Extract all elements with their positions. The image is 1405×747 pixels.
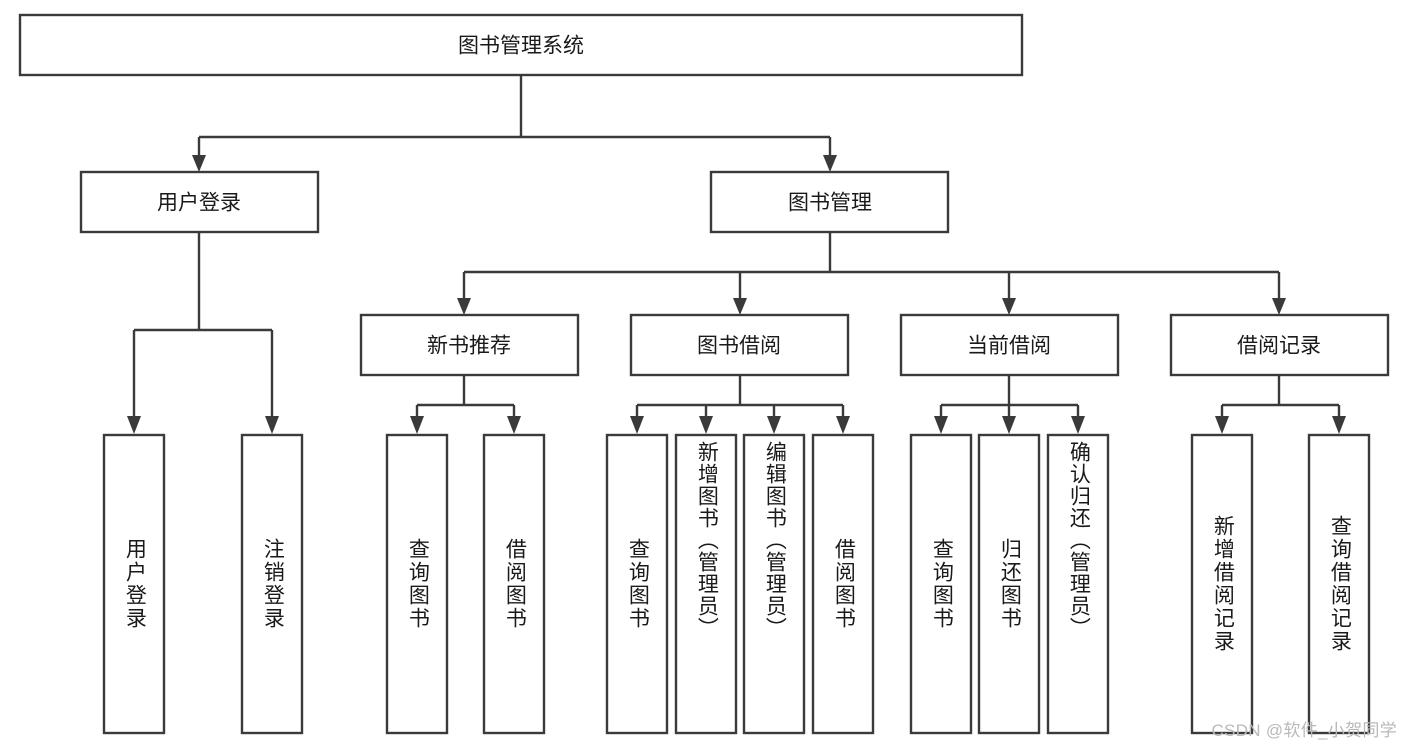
arrow-to-borrow [733,298,747,315]
node-leaf2-label-wrap: 注销登录 [242,435,302,733]
node-current[interactable]: 当前借阅 [899,313,1120,377]
node-leaf9[interactable] [909,433,973,735]
node-records[interactable]: 借阅记录 [1169,313,1390,377]
node-leaf6-label: 新增图书（管理员） [695,441,719,639]
node-leaf12-label: 新增借阅记录 [1211,515,1235,653]
arrow-to-leaf11 [1071,416,1085,434]
node-leaf1-label-wrap: 用户登录 [104,435,164,733]
node-leaf11-box[interactable] [1046,433,1110,735]
node-leaf9-label: 查询图书 [930,538,954,630]
node-leaf11-label: 确认归还（管理员） [1067,441,1091,639]
arrow-to-leaf4 [507,416,521,434]
node-root[interactable]: 图书管理系统 [18,13,1024,77]
node-leaf6[interactable] [674,433,738,735]
node-leaf4-box[interactable] [482,433,546,735]
node-leaf13-box[interactable] [1307,433,1371,735]
node-leaf3-label: 查询图书 [406,538,430,630]
node-newbook-box[interactable] [359,313,580,377]
node-records-label: 借阅记录 [1237,335,1321,358]
node-leaf10-label: 归还图书 [998,538,1022,630]
arrow-to-leaf8 [836,416,850,434]
node-leaf7-box[interactable] [742,433,806,735]
node-leaf9-label-wrap: 查询图书 [911,435,971,733]
node-leaf12[interactable] [1190,433,1254,735]
node-newbook-label: 新书推荐 [427,335,511,358]
arrow-to-leaf5 [630,416,644,434]
node-leaf3-label-wrap: 查询图书 [387,435,447,733]
node-leaf8[interactable] [811,433,875,735]
node-leaf4-label-wrap: 借阅图书 [484,435,544,733]
arrow-to-leaf13 [1332,416,1346,434]
node-leaf10-box[interactable] [977,433,1041,735]
node-borrow-label: 图书借阅 [697,335,781,358]
arrow-to-newbook [457,298,471,315]
node-leaf3-box[interactable] [385,433,449,735]
arrow-to-leaf6 [699,416,713,434]
node-leaf1[interactable] [102,433,166,735]
node-leaf5-box[interactable] [605,433,669,735]
node-current-label: 当前借阅 [967,335,1051,358]
node-leaf1-box[interactable] [102,433,166,735]
connector-layer [127,75,1346,434]
node-leaf8-label: 借阅图书 [832,538,856,630]
node-leaf8-label-wrap: 借阅图书 [813,435,873,733]
node-leaf10[interactable] [977,433,1041,735]
arrow-to-login [192,155,206,172]
node-leaf6-label-wrap: 新增图书（管理员） [676,435,736,733]
node-login-box[interactable] [79,170,320,234]
node-bookmgmt-label: 图书管理 [788,192,872,215]
node-leaf3[interactable] [385,433,449,735]
arrow-to-current [1002,298,1016,315]
node-leaf11[interactable] [1046,433,1110,735]
node-leaf6-box[interactable] [674,433,738,735]
node-records-box[interactable] [1169,313,1390,377]
node-leaf13-label: 查询借阅记录 [1328,515,1352,653]
node-leaf5-label-wrap: 查询图书 [607,435,667,733]
node-leaf8-box[interactable] [811,433,875,735]
node-leaf5-label: 查询图书 [626,538,650,630]
node-leaf13[interactable] [1307,433,1371,735]
node-leaf11-label-wrap: 确认归还（管理员） [1048,435,1108,733]
node-newbook[interactable]: 新书推荐 [359,313,580,377]
node-borrow-box[interactable] [629,313,850,377]
arrow-to-leaf1 [127,416,141,434]
node-leaf2-label: 注销登录 [261,538,285,630]
arrow-to-leaf3 [410,416,424,434]
node-leaf4[interactable] [482,433,546,735]
arrow-to-leaf7 [767,416,781,434]
node-leaf2-box[interactable] [240,433,304,735]
node-leaf2[interactable] [240,433,304,735]
arrow-to-leaf10 [1002,416,1016,434]
node-leaf13-label-wrap: 查询借阅记录 [1309,435,1369,733]
node-login[interactable]: 用户登录 [79,170,320,234]
node-leaf1-label: 用户登录 [123,538,147,630]
node-leaf9-box[interactable] [909,433,973,735]
node-root-box[interactable] [18,13,1024,77]
node-root-label: 图书管理系统 [458,35,584,58]
node-leaf12-box[interactable] [1190,433,1254,735]
arrow-to-bookmgmt [823,155,837,172]
node-leaf5[interactable] [605,433,669,735]
node-login-label: 用户登录 [157,192,241,215]
node-leaf4-label: 借阅图书 [503,538,527,630]
node-leaf12-label-wrap: 新增借阅记录 [1192,435,1252,733]
node-bookmgmt[interactable]: 图书管理 [709,170,950,234]
node-leaf10-label-wrap: 归还图书 [979,435,1039,733]
node-leaf7-label: 编辑图书（管理员） [763,441,787,639]
node-current-box[interactable] [899,313,1120,377]
arrow-to-leaf9 [934,416,948,434]
node-leaf7[interactable] [742,433,806,735]
arrow-to-leaf2 [265,416,279,434]
arrow-to-leaf12 [1215,416,1229,434]
arrow-to-records [1272,298,1286,315]
node-bookmgmt-box[interactable] [709,170,950,234]
node-borrow[interactable]: 图书借阅 [629,313,850,377]
node-leaf7-label-wrap: 编辑图书（管理员） [744,435,804,733]
